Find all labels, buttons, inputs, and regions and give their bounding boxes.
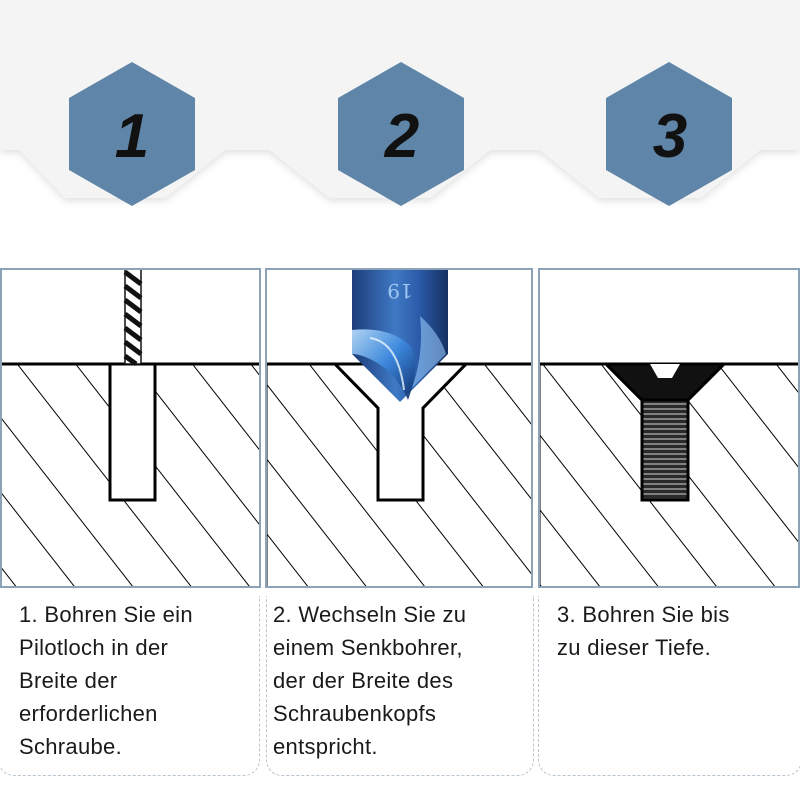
countersink-drill-bit: 19 <box>352 269 448 402</box>
twist-drill-bit <box>123 269 143 367</box>
caption-step-3: 3. Bohren Sie bis zu dieser Tiefe. <box>538 596 800 776</box>
caption-step-2: 2. Wechseln Sie zu einem Senkbohrer, der… <box>266 596 534 776</box>
cross-section-panels: 19 <box>0 268 800 588</box>
drill-bit-label: 19 <box>387 279 412 303</box>
hexagon-badge-1 <box>69 62 195 206</box>
screw-head-slot <box>650 364 680 378</box>
caption-step-1: 1. Bohren Sie ein Pilotloch in der Breit… <box>0 596 260 776</box>
step-number-3: 3 <box>652 102 688 171</box>
panel-countersink: 19 <box>266 269 532 587</box>
step-number-1: 1 <box>114 102 150 171</box>
pilot-hole <box>108 362 157 502</box>
header-band <box>0 0 800 206</box>
countersink-hole <box>331 362 470 502</box>
panel-screw-depth <box>539 362 799 587</box>
panel-frame-2 <box>265 268 533 588</box>
panel-frame-1 <box>0 268 261 588</box>
step-number-2: 2 <box>384 102 420 171</box>
panel-pilot-hole <box>1 269 260 587</box>
caption-text-1: 1. Bohren Sie ein Pilotloch in der Breit… <box>19 602 193 759</box>
caption-text-3: 3. Bohren Sie bis zu dieser Tiefe. <box>557 602 730 660</box>
panel-frame-3 <box>538 268 800 588</box>
hexagon-badge-2 <box>338 62 464 206</box>
hexagon-badge-3 <box>606 62 732 206</box>
caption-text-2: 2. Wechseln Sie zu einem Senkbohrer, der… <box>273 602 467 759</box>
screw-threaded-shank <box>640 398 690 502</box>
